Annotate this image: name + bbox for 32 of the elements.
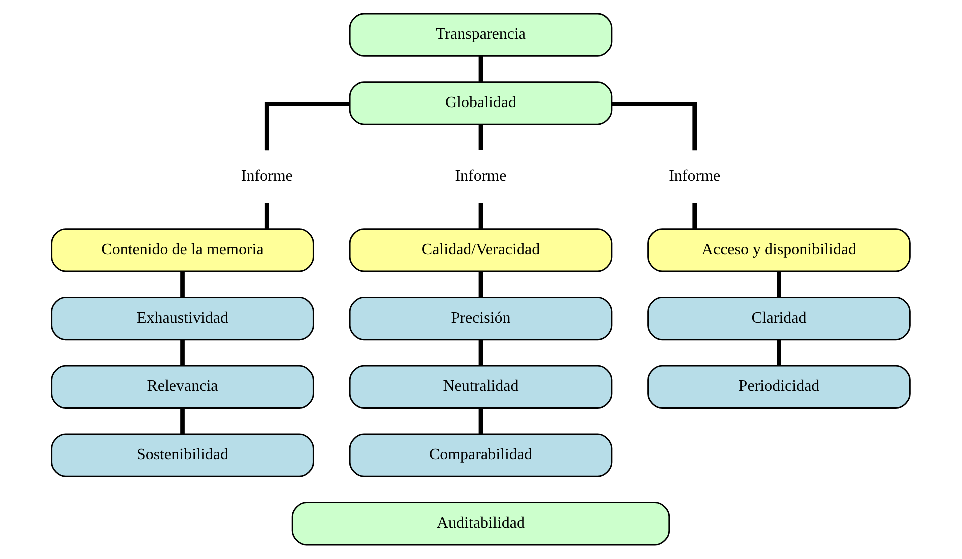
node-box: Auditabilidad (292, 502, 670, 546)
node-box: Acceso y disponibilidad (648, 228, 911, 272)
connector (777, 272, 782, 298)
node-box: Globalidad (349, 82, 613, 126)
connector (264, 203, 270, 229)
connector (180, 408, 185, 434)
node-text: Informe (669, 168, 721, 186)
node-box: Transparencia (349, 13, 613, 57)
node-box: Neutralidad (349, 365, 613, 409)
node-box: Exhaustividad (51, 296, 314, 341)
connector (692, 203, 698, 229)
node-text: Informe (455, 168, 507, 186)
connector (264, 102, 350, 151)
node-text: Informe (241, 168, 293, 186)
node-box: Comparabilidad (349, 434, 613, 478)
node-box: Claridad (648, 296, 911, 341)
node-box: Relevancia (51, 365, 314, 409)
node-box: Calidad/Veracidad (349, 228, 613, 272)
node-box: Sostenibilidad (51, 434, 314, 478)
connector (478, 340, 484, 366)
connector (478, 56, 484, 82)
connector (180, 272, 185, 298)
node-box: Precisión (349, 296, 613, 341)
connector (777, 340, 782, 366)
connector (478, 203, 484, 229)
connector (478, 408, 484, 434)
connector (612, 102, 698, 151)
node-box: Periodicidad (648, 365, 911, 409)
connector (478, 272, 484, 298)
node-box: Contenido de la memoria (51, 228, 314, 272)
connector (478, 124, 484, 150)
connector (180, 340, 185, 366)
